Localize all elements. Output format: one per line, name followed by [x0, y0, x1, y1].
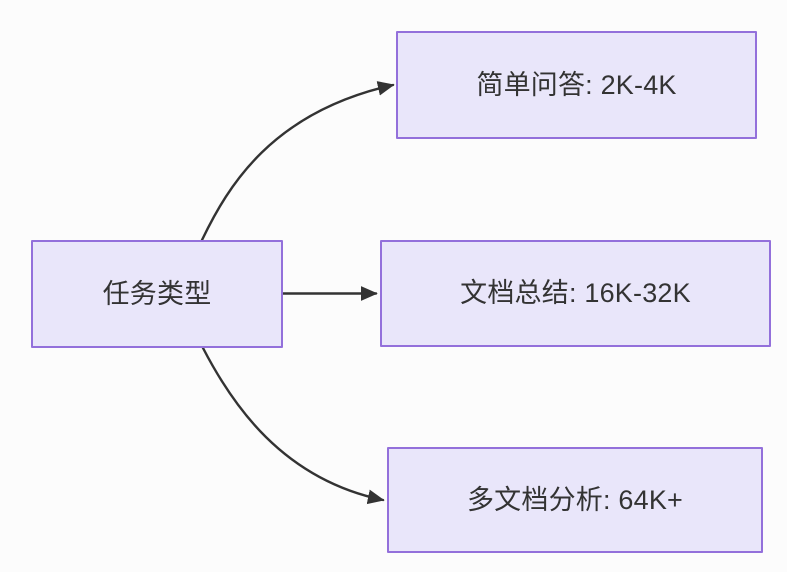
- node-multi-document-analysis-label: 多文档分析: 64K+: [466, 484, 683, 515]
- node-simple-qa[interactable]: 简单问答: 2K-4K: [396, 31, 757, 139]
- node-document-summary[interactable]: 文档总结: 16K-32K: [380, 240, 771, 347]
- node-document-summary-label: 文档总结: 16K-32K: [460, 278, 691, 309]
- node-task-type-label: 任务类型: [102, 278, 212, 309]
- edge-source-multidoc: [201, 346, 385, 505]
- edge-source-simple: [200, 81, 395, 242]
- node-simple-qa-label: 简单问答: 2K-4K: [476, 69, 677, 100]
- node-multi-document-analysis[interactable]: 多文档分析: 64K+: [387, 447, 763, 553]
- node-task-type[interactable]: 任务类型: [31, 240, 283, 348]
